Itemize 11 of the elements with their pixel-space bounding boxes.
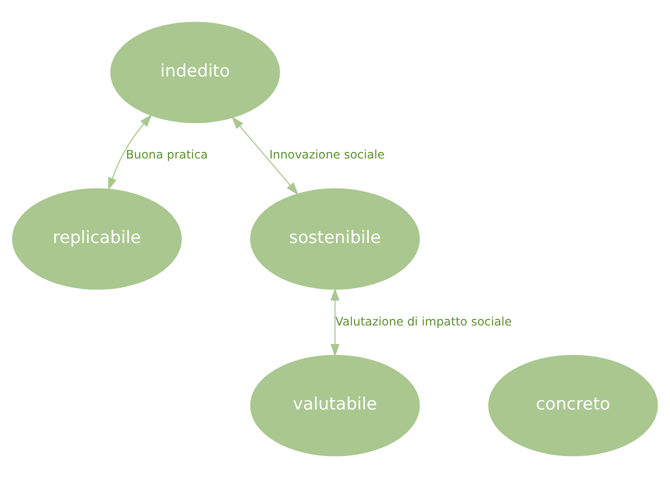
arrow	[232, 116, 298, 194]
edge-label: Buona pratica	[126, 147, 208, 162]
edge-label: Valutazione di impatto sociale	[335, 314, 512, 328]
node-ellipse: replicabile	[12, 188, 182, 290]
edge-label: Innovazione sociale	[269, 147, 385, 162]
arrow	[330, 287, 340, 356]
arrow	[108, 114, 152, 190]
node-ellipse: valutabile	[250, 354, 420, 456]
node-ellipse: concreto	[488, 354, 658, 456]
node-ellipse: indedito	[110, 21, 280, 123]
node-ellipse: sostenibile	[250, 188, 420, 290]
